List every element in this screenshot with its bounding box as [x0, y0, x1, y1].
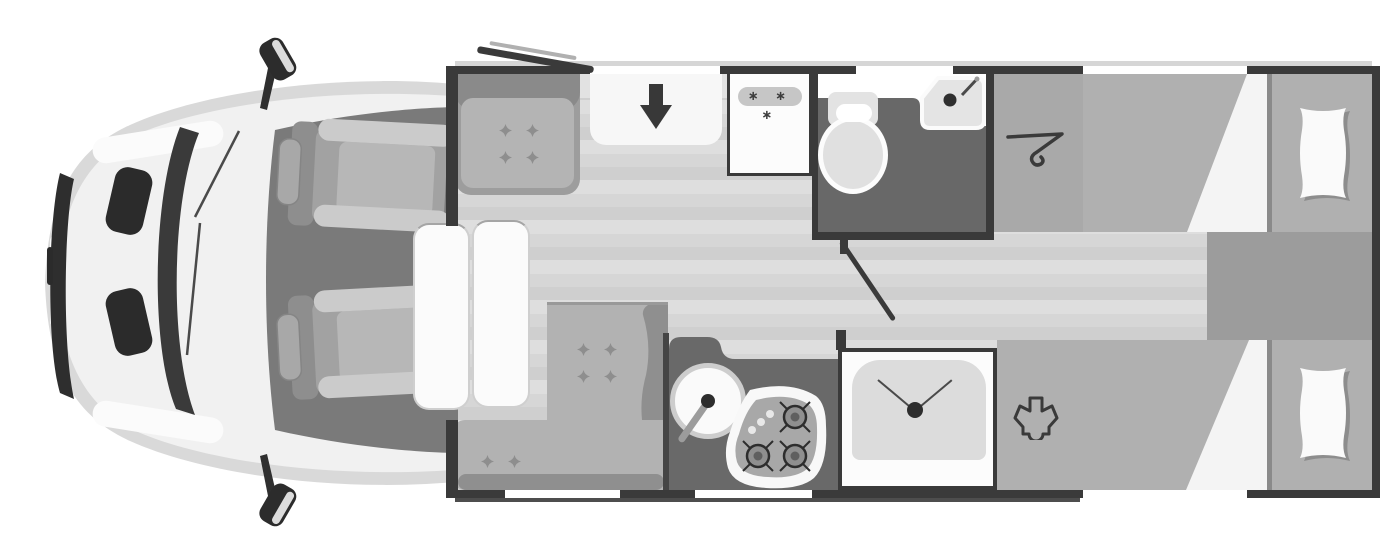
wall-segment: [446, 420, 458, 498]
wall-segment: [620, 490, 695, 498]
burner-icon: [779, 401, 811, 433]
side-mirror-icon: [259, 454, 297, 527]
cab-top-view: [45, 37, 465, 527]
wall-segment: [663, 333, 669, 490]
down-arrow-icon: [640, 84, 672, 129]
door-hinge-stub: [840, 240, 848, 254]
kitchen: [663, 333, 840, 490]
sofa-bench: [453, 420, 669, 490]
wall-segment: [812, 490, 1083, 498]
under-bed-storage-arrow-icon: [1013, 396, 1059, 440]
burner-icon: [742, 440, 774, 472]
corner-washbasin-icon: [920, 76, 986, 130]
cushion-sparkles: [577, 343, 617, 383]
roof-edge-line: [455, 61, 1372, 66]
windshield-wiper-icon: [193, 130, 241, 218]
toilet-top-view-icon: [818, 116, 888, 194]
wall-segment: [1247, 490, 1380, 498]
bench-cushion: [461, 98, 574, 188]
windshield: [157, 127, 199, 415]
single-bed-top: [1083, 74, 1372, 232]
shower-drain: [907, 402, 923, 418]
three-burner-hob-icon: [725, 386, 827, 489]
body-skirt-line: [455, 498, 1080, 502]
grille-slot: [105, 288, 153, 356]
grille-slot: [105, 167, 153, 235]
frost-stars-icon: ∗ ∗ ∗: [738, 87, 802, 123]
dinette-table-leaf: [472, 220, 530, 408]
driver-seat-icon: [276, 118, 455, 233]
wall-segment: [1372, 66, 1380, 498]
duvet-wedge: [1186, 340, 1267, 490]
pillow-icon: [1300, 108, 1350, 201]
bathroom: [812, 66, 994, 240]
toilet-flush: [836, 104, 872, 122]
bed-divider: [1267, 74, 1272, 232]
single-bed-bottom: [997, 340, 1372, 490]
wall-segment: [812, 232, 994, 240]
bed-divider: [1267, 340, 1272, 490]
fridge: ∗ ∗ ∗: [727, 68, 812, 176]
wall-segment: [450, 66, 590, 74]
wall-segment: [986, 66, 994, 240]
windshield-wiper-icon: [185, 222, 202, 356]
side-mirror-icon: [259, 37, 297, 110]
wall-segment: [953, 66, 1083, 74]
between-beds-cabinet: [1207, 232, 1372, 340]
duvet-wedge: [1187, 74, 1267, 232]
sofa-base-band: [458, 474, 664, 490]
front-bench-seat: [455, 70, 580, 195]
front-grille-curve: [50, 173, 74, 399]
cushion-sparkles: [499, 124, 539, 164]
wall-segment: [812, 66, 818, 240]
wall-segment: [446, 66, 458, 226]
wardrobe: [994, 74, 1083, 232]
sink-drain: [701, 394, 715, 408]
clothes-hanger-icon: [1006, 132, 1064, 167]
pillow-icon: [1300, 368, 1350, 461]
dinette-table-leaf: [413, 223, 470, 410]
wall-segment: [1247, 66, 1380, 74]
burner-icon: [779, 440, 811, 472]
wall-segment: [720, 66, 856, 74]
wall-segment: [450, 490, 505, 498]
cushion-sparkles: [481, 455, 521, 468]
wall-stub: [836, 330, 846, 350]
shower-cubicle: [838, 348, 997, 490]
